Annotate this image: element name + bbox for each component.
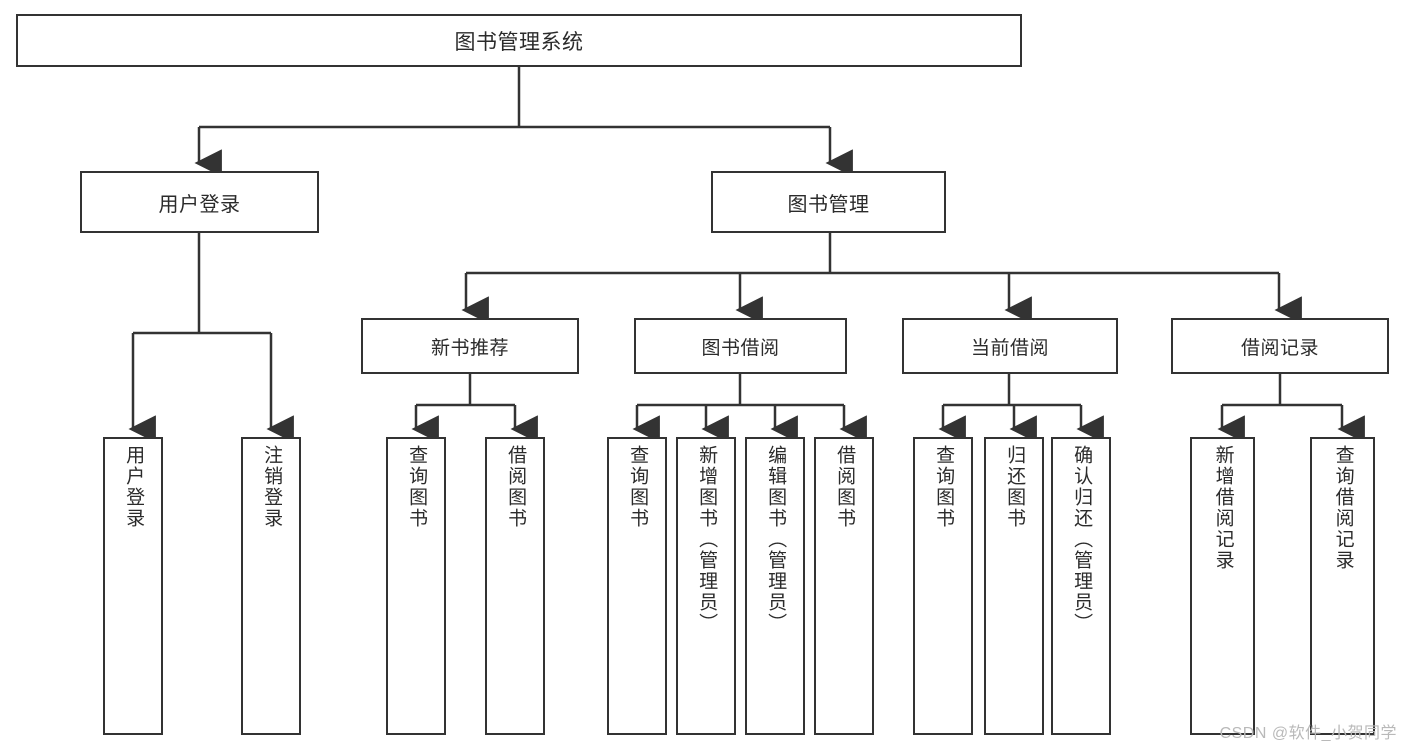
node-leaf-borrow-book-1[interactable]: 借阅图书 (485, 437, 545, 735)
node-leaf-user-logout-label: 注销登录 (261, 445, 283, 529)
node-leaf-query-book-1-label: 查询图书 (406, 445, 428, 529)
node-new-book-rec-label: 新书推荐 (430, 337, 509, 359)
node-borrow-record[interactable]: 借阅记录 (1171, 318, 1389, 374)
node-leaf-return-book-label: 归还图书 (1004, 445, 1026, 529)
node-leaf-borrow-book-2[interactable]: 借阅图书 (814, 437, 874, 735)
node-book-borrow[interactable]: 图书借阅 (634, 318, 847, 374)
watermark: CSDN @软件_小贺同学 (1219, 725, 1397, 742)
node-new-book-rec[interactable]: 新书推荐 (361, 318, 579, 374)
node-root-label: 图书管理系统 (454, 30, 584, 54)
node-leaf-query-book-1[interactable]: 查询图书 (386, 437, 446, 735)
node-current-borrow-label: 当前借阅 (970, 337, 1049, 359)
node-leaf-query-book-2-label: 查询图书 (627, 445, 649, 529)
node-leaf-edit-book[interactable]: 编辑图书（管理员） (745, 437, 805, 735)
node-leaf-user-login[interactable]: 用户登录 (103, 437, 163, 735)
node-leaf-user-logout[interactable]: 注销登录 (241, 437, 301, 735)
node-leaf-add-book[interactable]: 新增图书（管理员） (676, 437, 736, 735)
node-leaf-query-book-3[interactable]: 查询图书 (913, 437, 973, 735)
node-user-login[interactable]: 用户登录 (80, 171, 319, 233)
node-leaf-query-record-label: 查询借阅记录 (1332, 445, 1354, 571)
node-leaf-query-book-3-label: 查询图书 (933, 445, 955, 529)
node-leaf-borrow-book-1-label: 借阅图书 (505, 445, 527, 529)
node-current-borrow[interactable]: 当前借阅 (902, 318, 1118, 374)
node-leaf-query-record[interactable]: 查询借阅记录 (1310, 437, 1375, 735)
node-borrow-record-label: 借阅记录 (1240, 337, 1319, 359)
node-book-manage[interactable]: 图书管理 (711, 171, 946, 233)
node-leaf-add-book-label: 新增图书（管理员） (696, 445, 718, 634)
node-leaf-user-login-label: 用户登录 (123, 445, 145, 529)
node-book-borrow-label: 图书借阅 (701, 337, 780, 359)
node-book-manage-label: 图书管理 (787, 193, 870, 216)
node-user-login-label: 用户登录 (158, 193, 241, 216)
node-leaf-add-record-label: 新增借阅记录 (1212, 445, 1234, 571)
node-root[interactable]: 图书管理系统 (16, 14, 1022, 67)
node-leaf-query-book-2[interactable]: 查询图书 (607, 437, 667, 735)
node-leaf-add-record[interactable]: 新增借阅记录 (1190, 437, 1255, 735)
node-leaf-confirm-return-label: 确认归还（管理员） (1071, 445, 1093, 634)
node-leaf-confirm-return[interactable]: 确认归还（管理员） (1051, 437, 1111, 735)
node-leaf-borrow-book-2-label: 借阅图书 (834, 445, 856, 529)
node-leaf-return-book[interactable]: 归还图书 (984, 437, 1044, 735)
node-leaf-edit-book-label: 编辑图书（管理员） (765, 445, 787, 634)
